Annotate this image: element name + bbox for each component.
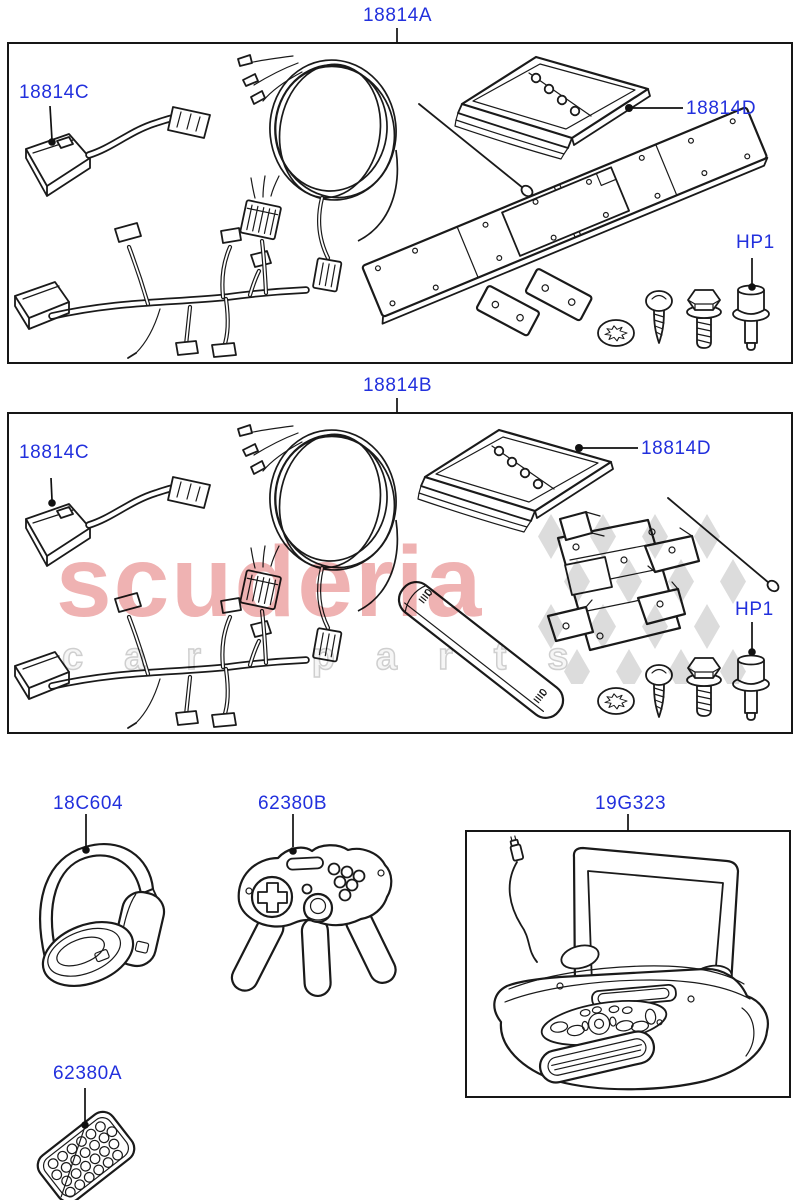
part-label-hardware-a[interactable]: HP1 (736, 232, 775, 253)
part-label-kit-b[interactable]: 18814B (363, 375, 433, 396)
part-label-headphones[interactable]: 18C604 (53, 793, 124, 814)
cover-strip-drawing (397, 580, 565, 719)
part-label-player[interactable]: 19G323 (595, 793, 667, 814)
manual-drawing-a (453, 55, 652, 161)
roof-mount-panel-drawing (361, 106, 769, 325)
part-label-module-b[interactable]: 18814C (19, 442, 90, 463)
part-label-remote[interactable]: 62380A (53, 1063, 123, 1084)
wiring-harness-drawing-b (15, 424, 408, 728)
part-label-hardware-b[interactable]: HP1 (735, 599, 774, 620)
part-label-manual-b[interactable]: 18814D (641, 438, 712, 459)
kit-b-box (7, 412, 793, 734)
fastener-hardware-drawing-b (597, 654, 770, 721)
leader-lines (48, 28, 756, 1129)
fastener-hardware-drawing-a (597, 284, 770, 351)
remote-control-drawing (36, 1110, 136, 1200)
part-label-manual-a[interactable]: 18814D (686, 98, 757, 119)
part-label-kit-a[interactable]: 18814A (363, 5, 433, 26)
part-label-controller[interactable]: 62380B (258, 793, 328, 814)
kit-a-box (7, 42, 793, 364)
cable-tie-drawing-a (418, 103, 534, 198)
dvd-player-drawing (493, 835, 769, 1091)
mount-bracket-drawing (546, 510, 701, 652)
part-label-module-a[interactable]: 18814C (19, 82, 90, 103)
game-controller-drawing (230, 844, 397, 998)
headphones-drawing (39, 842, 166, 987)
mount-plates-drawing (475, 268, 593, 337)
